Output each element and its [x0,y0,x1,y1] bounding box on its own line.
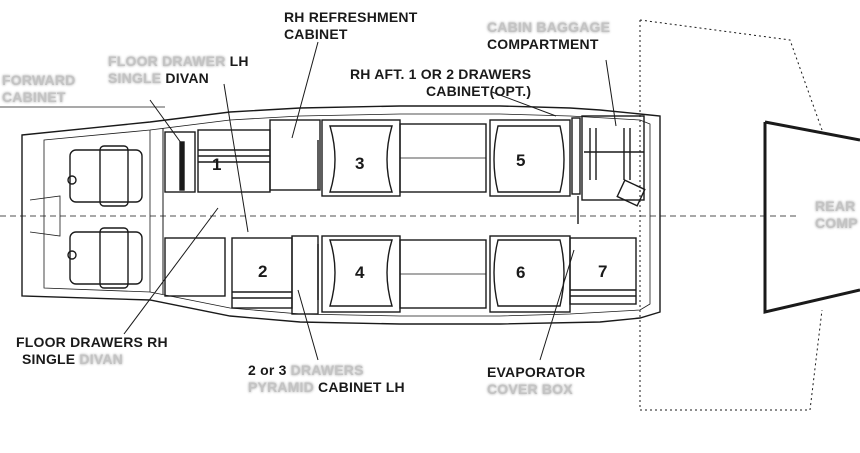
label-rh-refreshment: RH REFRESHMENT CABINET [284,9,418,42]
label-cabin-baggage: CABIN BAGGAGE COMPARTMENT [487,19,611,52]
label-floor-drawers-rh: FLOOR DRAWERS RH SINGLE DIVAN [16,334,168,367]
seat-number-4: 4 [355,263,365,282]
club-seat-5 [489,119,571,197]
label-rh-aft-cabinet: RH AFT. 1 OR 2 DRAWERS CABINET(OPT.) [350,66,532,99]
seat-number-6: 6 [516,263,525,282]
seat-number-2: 2 [258,262,267,281]
seat-number-7: 7 [598,262,607,281]
label-rear-compartment: REAR COMP [815,198,858,231]
cockpit-seat-right [67,227,143,289]
label-evaporator-cover: EVAPORATOR COVER BOX [487,364,586,397]
label-pyramid-cabinet: 2 or 3 DRAWERS PYRAMID CABINET LH [248,362,405,395]
seat-number-1: 1 [212,155,221,174]
seat-number-3: 3 [355,154,364,173]
seat-number-5: 5 [516,151,525,170]
label-floor-drawer-lh: FLOOR DRAWER LH SINGLE DIVAN [108,53,249,86]
cockpit-seat-left [67,145,143,207]
label-forward-cabinet: FORWARD CABINET [2,72,76,105]
fuselage-outline [21,105,661,325]
baggage-compartment [581,115,645,201]
evaporator-box [616,179,646,207]
